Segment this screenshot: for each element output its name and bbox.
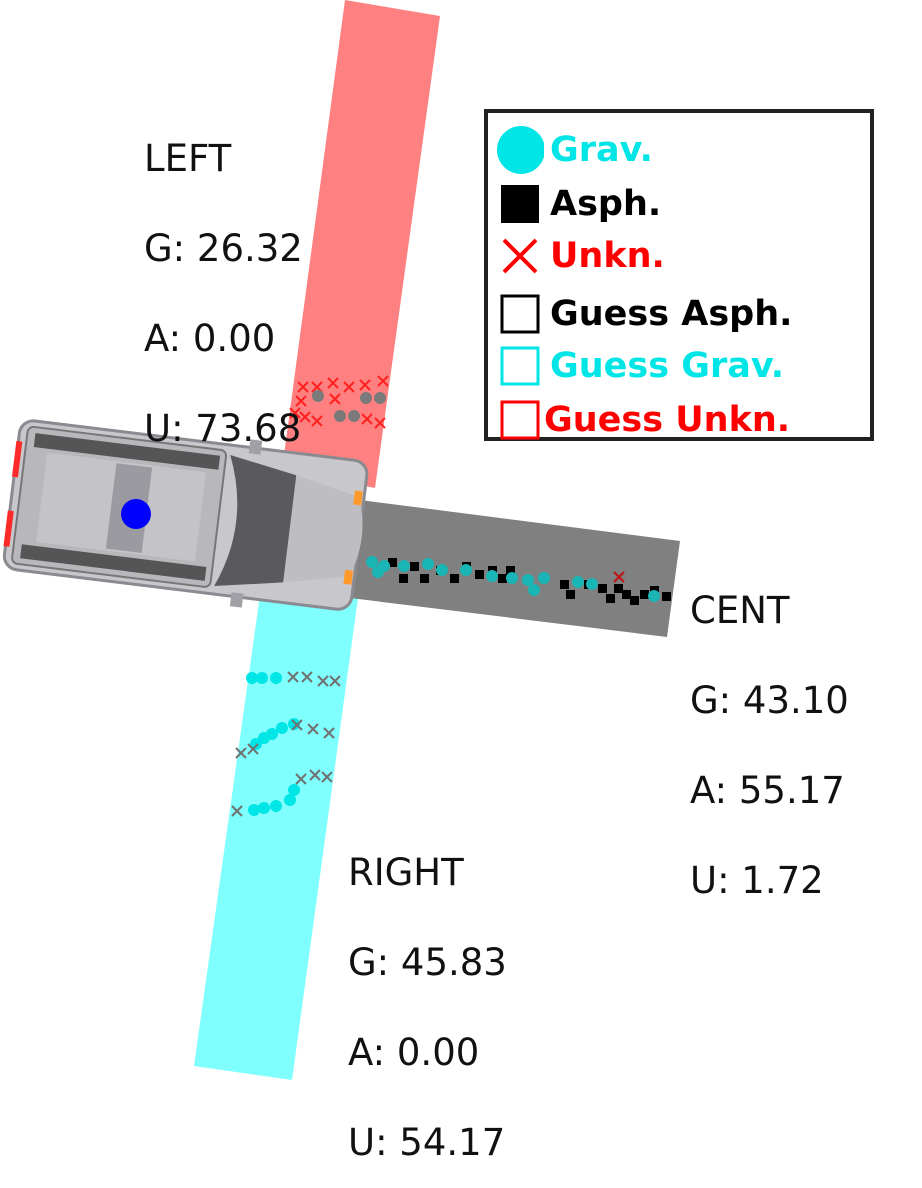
legend-guess-asphalt: Guess Asph. <box>488 289 792 339</box>
cross-icon <box>496 232 544 280</box>
left-readout: LEFT G: 26.32 A: 0.00 U: 73.68 <box>144 84 303 474</box>
right-readout-asphalt: A: 0.00 <box>348 1031 480 1074</box>
right-observations <box>231 671 341 817</box>
right-gravel-markers <box>246 672 300 816</box>
left-readout-name: LEFT <box>144 137 232 180</box>
legend-guess-unknown: Guess Unkn. <box>488 395 790 445</box>
left-readout-unknown: U: 73.68 <box>144 407 302 450</box>
legend-guess-gravel: Guess Grav. <box>488 341 784 391</box>
right-readout-gravel: G: 45.83 <box>348 941 507 984</box>
right-readout-unknown: U: 54.17 <box>348 1121 506 1164</box>
legend-asphalt-label: Asph. <box>550 184 662 224</box>
hollow-square-icon <box>496 290 544 338</box>
legend: Grav. Asph. Unkn. Guess Asph. Guess Grav… <box>484 109 874 441</box>
left-readout-asphalt: A: 0.00 <box>144 317 276 360</box>
center-unknown-marker <box>613 571 625 583</box>
center-gravel-markers <box>366 556 660 602</box>
terrain-classification-diagram <box>2 0 680 1080</box>
legend-guess-gravel-label: Guess Grav. <box>550 346 785 386</box>
left-sensor-strip <box>282 0 440 488</box>
legend-unknown-label: Unkn. <box>550 236 665 276</box>
hollow-square-icon <box>496 396 544 444</box>
left-readout-gravel: G: 26.32 <box>144 227 303 270</box>
vehicle-position-marker <box>121 499 151 529</box>
right-readout-name: RIGHT <box>348 851 464 894</box>
legend-gravel: Grav. <box>488 125 653 175</box>
center-readout-unknown: U: 1.72 <box>690 859 824 902</box>
legend-unknown: Unkn. <box>488 231 665 281</box>
legend-gravel-label: Grav. <box>550 130 653 170</box>
legend-guess-unknown-label: Guess Unkn. <box>544 400 791 440</box>
left-observations <box>289 375 389 429</box>
hollow-square-icon <box>496 342 544 390</box>
center-readout-name: CENT <box>690 589 790 632</box>
right-unknown-markers <box>231 671 341 817</box>
left-unknown-markers <box>289 375 389 429</box>
right-readout: RIGHT G: 45.83 A: 0.00 U: 54.17 <box>348 798 507 1188</box>
center-readout: CENT G: 43.10 A: 55.17 U: 1.72 <box>690 536 849 926</box>
right-sensor-strip <box>194 595 358 1080</box>
legend-asphalt: Asph. <box>488 179 661 229</box>
filled-square-icon <box>496 180 544 228</box>
center-readout-gravel: G: 43.10 <box>690 679 849 722</box>
left-gray-markers <box>312 390 386 422</box>
center-readout-asphalt: A: 55.17 <box>690 769 845 812</box>
legend-guess-asphalt-label: Guess Asph. <box>550 294 793 334</box>
filled-circle-icon <box>496 126 544 174</box>
center-observations <box>366 556 671 605</box>
